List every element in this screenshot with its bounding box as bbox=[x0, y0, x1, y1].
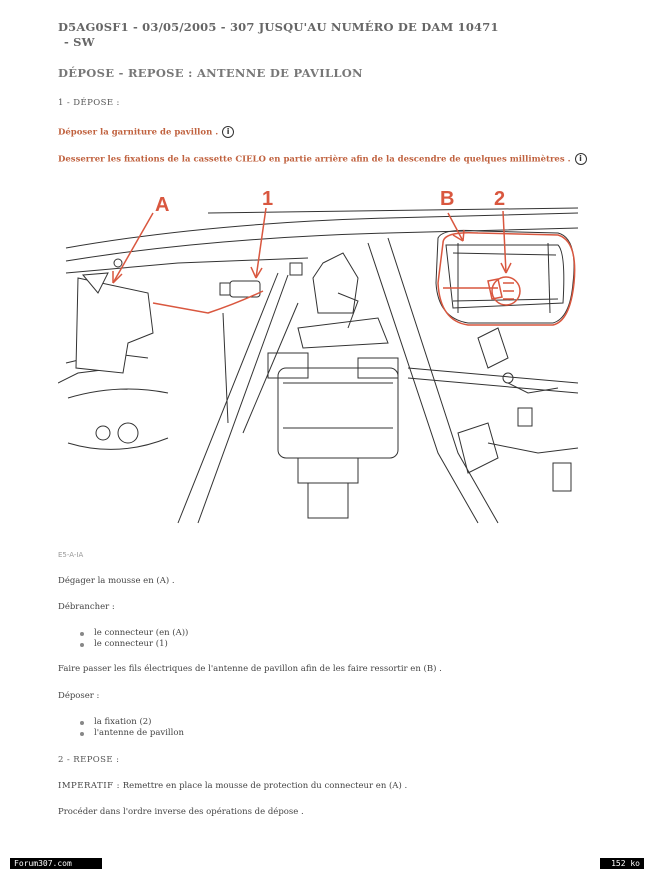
imperative-label: IMPERATIF : bbox=[58, 781, 121, 791]
step-remove: Déposer : bbox=[58, 691, 100, 701]
fixation-2-nut bbox=[487, 278, 503, 300]
footer-site[interactable]: Forum307.com bbox=[14, 859, 72, 868]
info-icon[interactable]: i bbox=[222, 126, 235, 138]
step-disconnect: Débrancher : bbox=[58, 602, 115, 612]
imperative-note: IMPERATIF : Remettre en place la mousse … bbox=[58, 781, 407, 791]
section-repose-heading: 2 - REPOSE : bbox=[58, 755, 120, 765]
list-item: le connecteur (1) bbox=[78, 639, 188, 650]
info-icon[interactable]: i bbox=[574, 153, 587, 165]
step-loosen-cassette-text: Desserrer les fixations de la cassette C… bbox=[58, 154, 571, 165]
disconnect-list: le connecteur (en (A)) le connecteur (1) bbox=[78, 628, 188, 650]
arrow-2 bbox=[502, 210, 507, 274]
header-line-2: - SW bbox=[64, 35, 95, 49]
footer-site-bar: Forum307.com bbox=[10, 858, 102, 869]
footer-size-bar: 152 ko bbox=[600, 858, 644, 869]
list-item: le connecteur (en (A)) bbox=[78, 628, 188, 639]
step-reverse-order: Procéder dans l'ordre inverse des opérat… bbox=[58, 807, 304, 817]
remove-list: la fixation (2) l'antenne de pavillon bbox=[78, 717, 184, 739]
label-a: A bbox=[155, 194, 169, 216]
label-b: B bbox=[440, 188, 454, 210]
fixation-2-thread bbox=[503, 282, 514, 300]
step-remove-headliner-text: Déposer la garniture de pavillon . bbox=[58, 127, 219, 138]
roof-antenna-illustration: A 1 B 2 bbox=[58, 188, 579, 524]
arrow-a-head bbox=[112, 271, 123, 284]
step-route-wires: Faire passer les fils électriques de l'a… bbox=[58, 664, 442, 674]
page-title: DÉPOSE - REPOSE : ANTENNE DE PAVILLON bbox=[58, 66, 363, 80]
list-item: la fixation (2) bbox=[78, 717, 184, 728]
step-loosen-cassette: Desserrer les fixations de la cassette C… bbox=[58, 153, 587, 165]
foam-piece bbox=[75, 277, 154, 374]
housing-b-outline bbox=[437, 231, 576, 326]
arrow-1 bbox=[255, 207, 267, 279]
list-item: l'antenne de pavillon bbox=[78, 728, 184, 739]
connector-1-plug bbox=[219, 282, 231, 296]
arrow-2-head bbox=[500, 262, 512, 274]
header-line-1: D5AG0SF1 - 03/05/2005 - 307 JUSQU'AU NUM… bbox=[58, 20, 499, 34]
label-1: 1 bbox=[262, 188, 273, 210]
arrow-b bbox=[447, 212, 464, 242]
step-release-foam: Dégager la mousse en (A) . bbox=[58, 576, 175, 586]
label-2: 2 bbox=[494, 188, 505, 210]
annotations bbox=[112, 207, 576, 326]
wire-trace bbox=[152, 290, 264, 314]
imperative-text: Remettre en place la mousse de protectio… bbox=[122, 781, 408, 791]
section-depose-heading: 1 - DÉPOSE : bbox=[58, 98, 120, 108]
arrow-a bbox=[112, 212, 154, 284]
figure-caption: E5-A-IA bbox=[58, 551, 84, 559]
mechanical-drawing bbox=[58, 207, 579, 524]
fixation-2-circle bbox=[491, 276, 521, 306]
document-header: D5AG0SF1 - 03/05/2005 - 307 JUSQU'AU NUM… bbox=[58, 20, 499, 50]
step-remove-headliner: Déposer la garniture de pavillon .i bbox=[58, 126, 235, 138]
foam-tab bbox=[81, 272, 109, 294]
footer-size: 152 ko bbox=[611, 859, 640, 868]
arrow-b-head bbox=[452, 229, 465, 242]
arrow-1-head bbox=[250, 266, 263, 279]
